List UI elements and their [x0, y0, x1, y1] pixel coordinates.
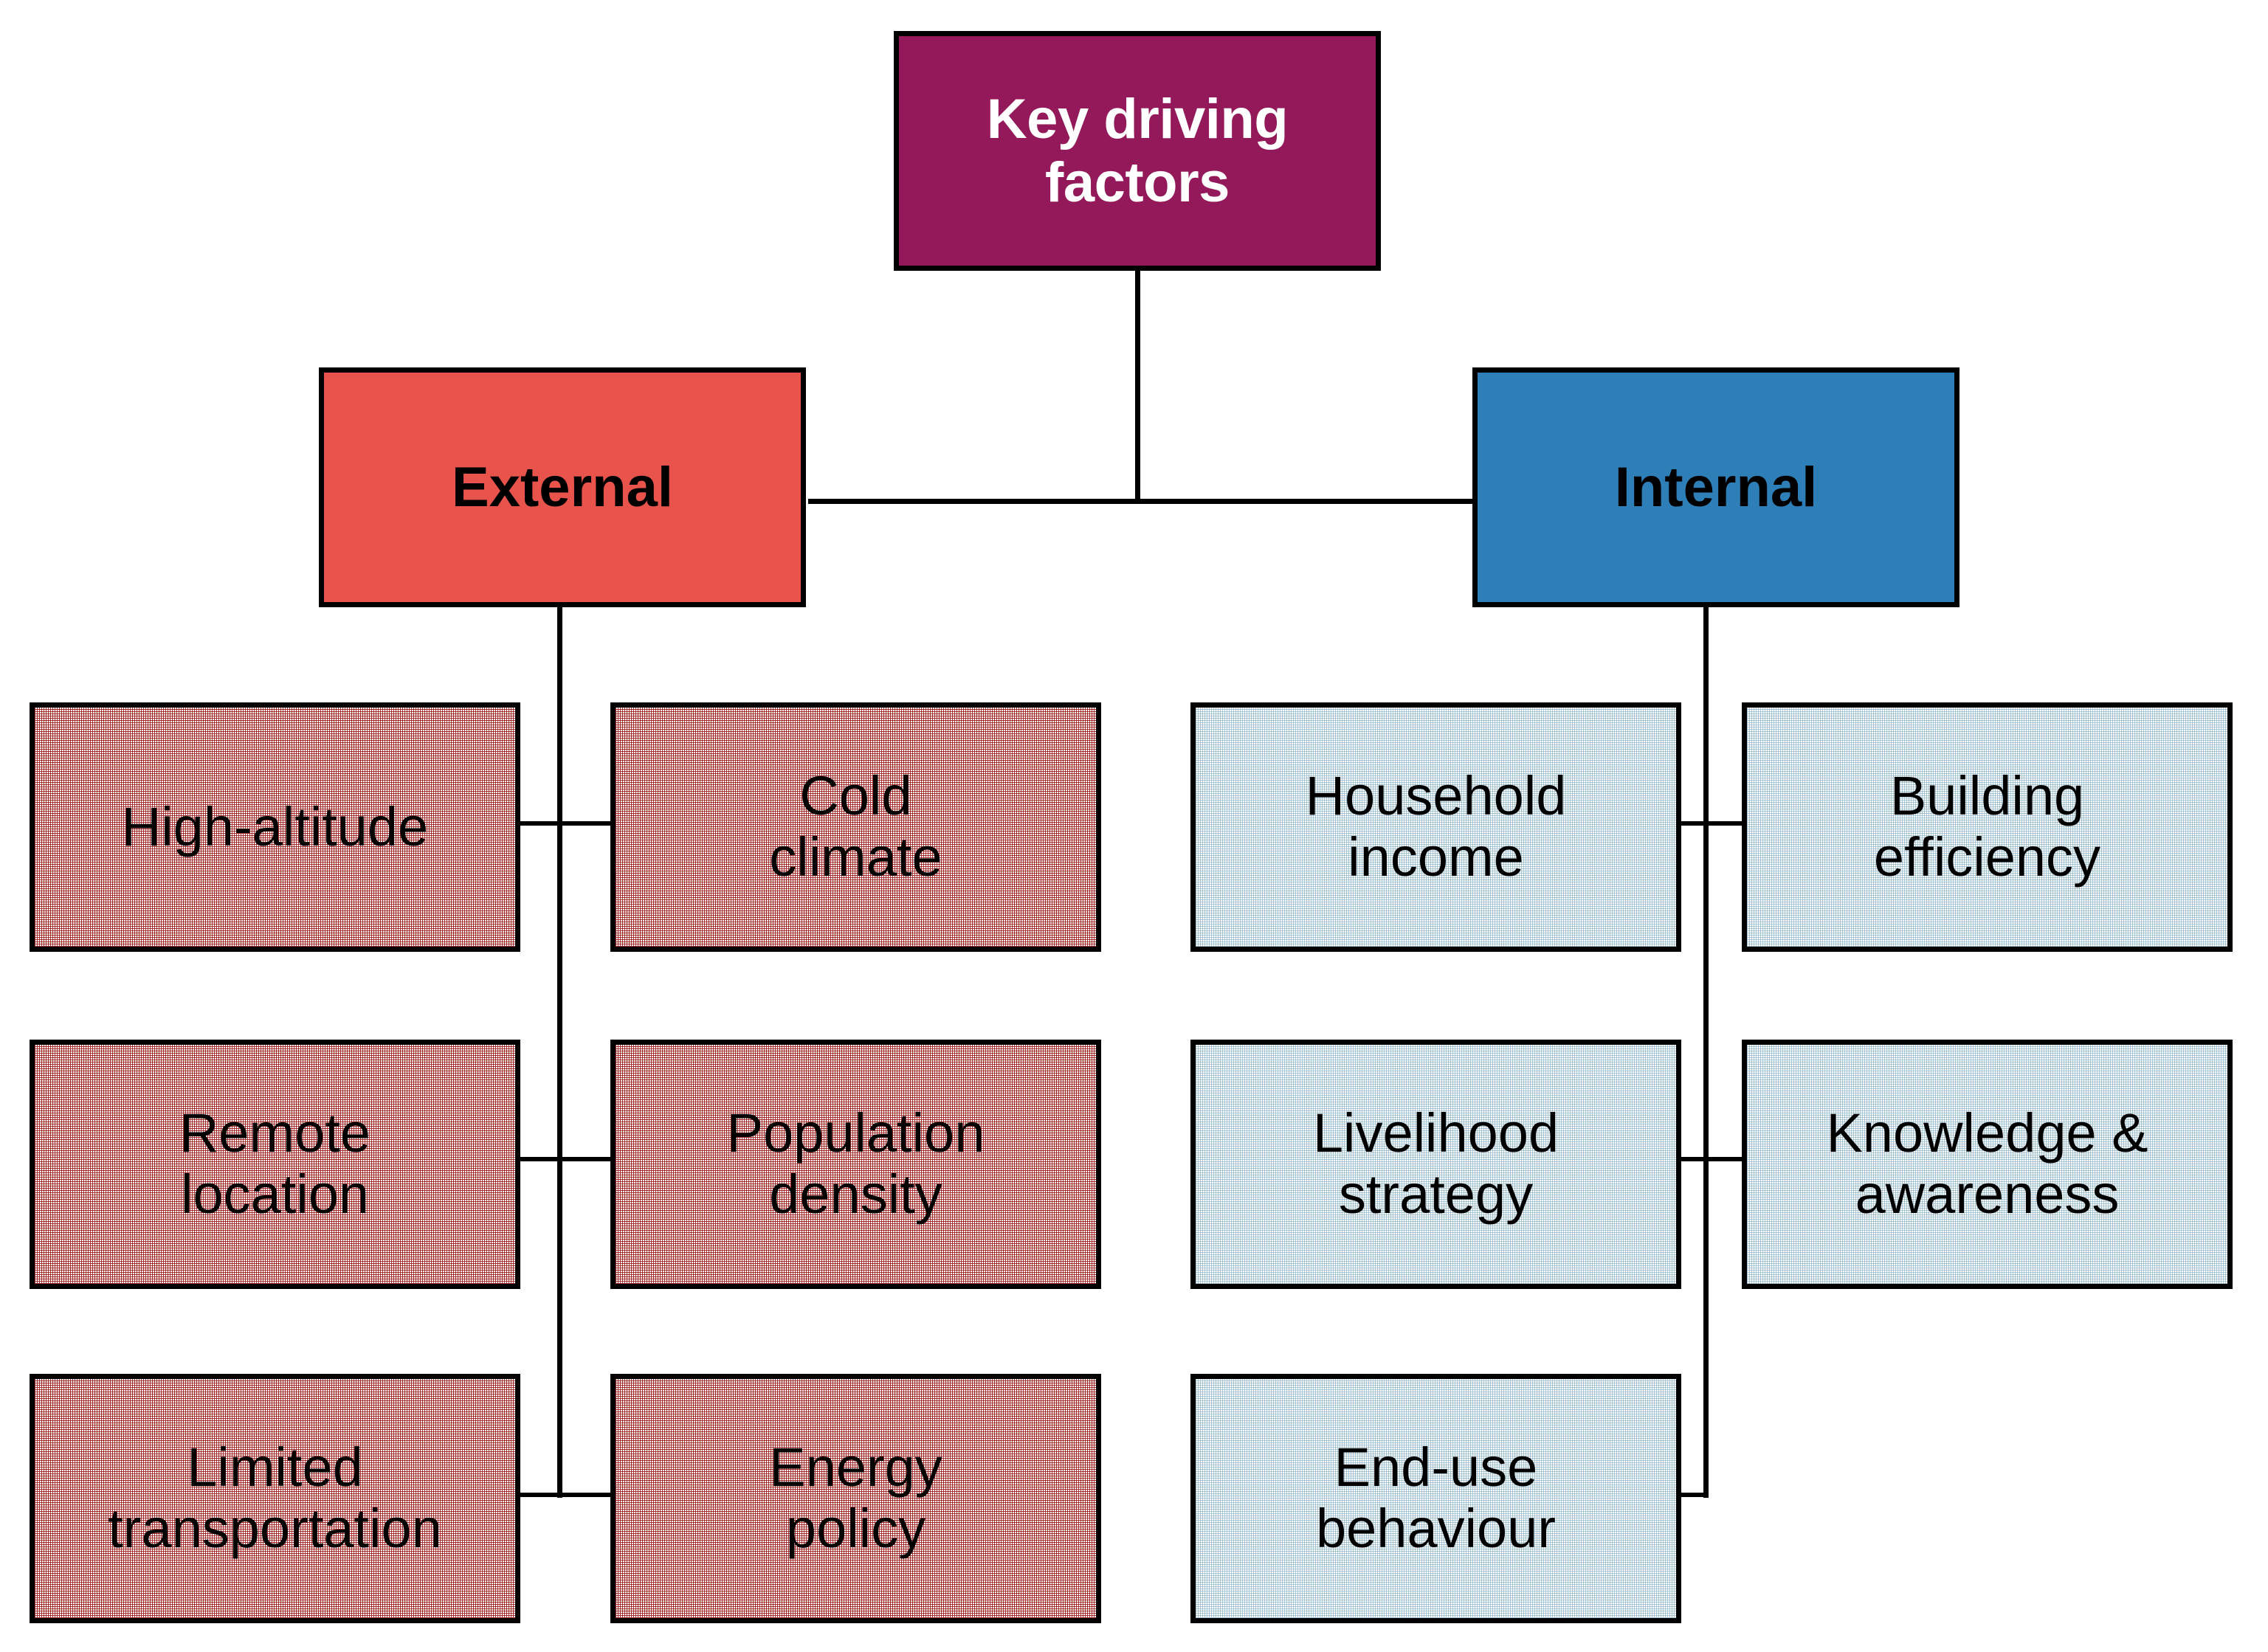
edge-external-row-3	[517, 1493, 614, 1497]
edge-external-row-2	[517, 1157, 614, 1161]
edge-root-stem	[1135, 269, 1140, 503]
node-external[interactable]: External	[319, 367, 806, 607]
edge-internal-row-1	[1678, 821, 1746, 826]
edge-external-trunk	[557, 604, 562, 1498]
node-cold-climate[interactable]: Cold climate	[610, 702, 1101, 952]
node-end-use-behaviour[interactable]: End-use behaviour	[1190, 1374, 1681, 1623]
edge-internal-trunk	[1703, 604, 1709, 1498]
node-livelihood-strategy[interactable]: Livelihood strategy	[1190, 1040, 1681, 1289]
node-high-altitude[interactable]: High-altitude	[30, 702, 520, 952]
node-knowledge-awareness[interactable]: Knowledge & awareness	[1742, 1040, 2233, 1289]
edge-internal-row-2	[1678, 1157, 1746, 1161]
node-population-density[interactable]: Population density	[610, 1040, 1101, 1289]
node-building-efficiency[interactable]: Building efficiency	[1742, 702, 2233, 952]
edge-external-row-1	[517, 821, 614, 826]
node-energy-policy[interactable]: Energy policy	[610, 1374, 1101, 1623]
edge-root-crossbar	[808, 499, 1472, 504]
node-remote-location[interactable]: Remote location	[30, 1040, 520, 1289]
node-internal[interactable]: Internal	[1472, 367, 1959, 607]
node-limited-transportation[interactable]: Limited transportation	[30, 1374, 520, 1623]
node-key-driving-factors[interactable]: Key driving factors	[894, 31, 1381, 271]
edge-internal-row-3	[1678, 1493, 1708, 1497]
node-household-income[interactable]: Household income	[1190, 702, 1681, 952]
